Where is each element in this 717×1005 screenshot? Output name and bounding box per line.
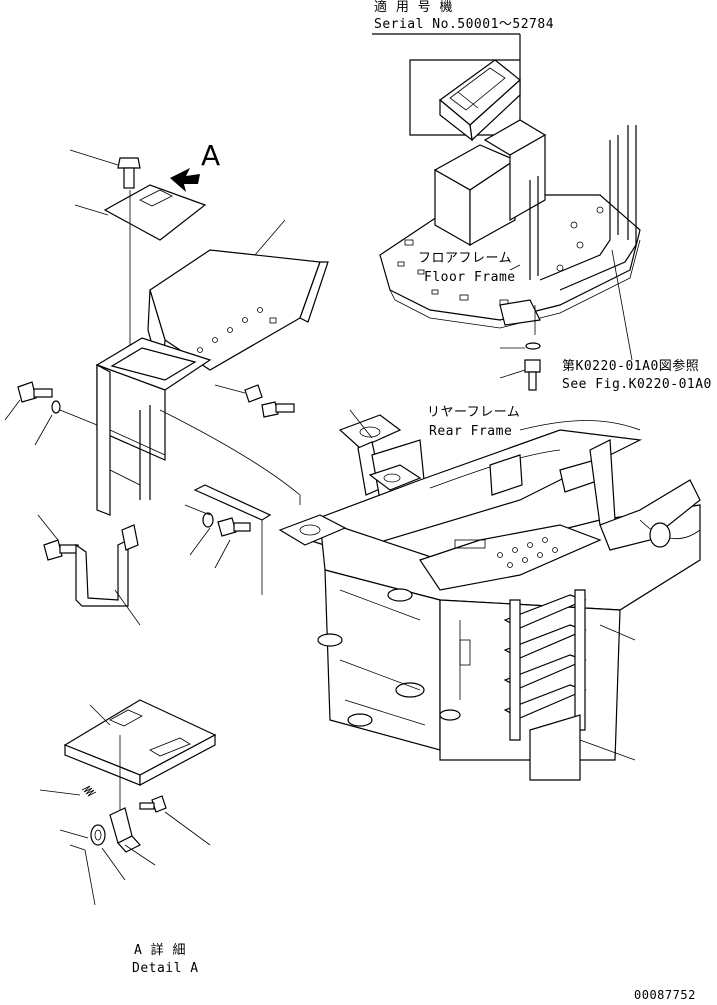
left-step-assembly [4, 149, 329, 626]
monitor-panel [439, 59, 521, 142]
u-step [75, 539, 129, 607]
view-arrow-icon [170, 168, 200, 192]
applicable-serial-jp-label: 適 用 号 機 [374, 0, 453, 15]
floor-frame-en-label: Floor Frame [424, 270, 516, 285]
detail-a [39, 699, 217, 906]
rear-frame-jp-label: リヤーフレーム [427, 405, 521, 420]
detail-a-en-label: Detail A [132, 961, 199, 976]
rear-frame-en-label: Rear Frame [429, 424, 513, 439]
see-fig-jp-label: 第K0220-01A0図参照 [562, 359, 700, 374]
see-fig-en-label: See Fig.K0220-01A0 [562, 377, 712, 392]
rear-frame [278, 409, 701, 781]
view-arrow-label: A [201, 139, 221, 172]
floor-frame-inset [372, 33, 641, 391]
detail-a-jp-label: A 詳 細 [134, 943, 186, 958]
applicable-serial-en-label: Serial No.50001～52784 [374, 17, 555, 32]
spring [81, 785, 97, 797]
drawing-number: 00087752 [634, 988, 696, 1002]
floor-frame-jp-label: フロアフレーム [418, 251, 513, 266]
